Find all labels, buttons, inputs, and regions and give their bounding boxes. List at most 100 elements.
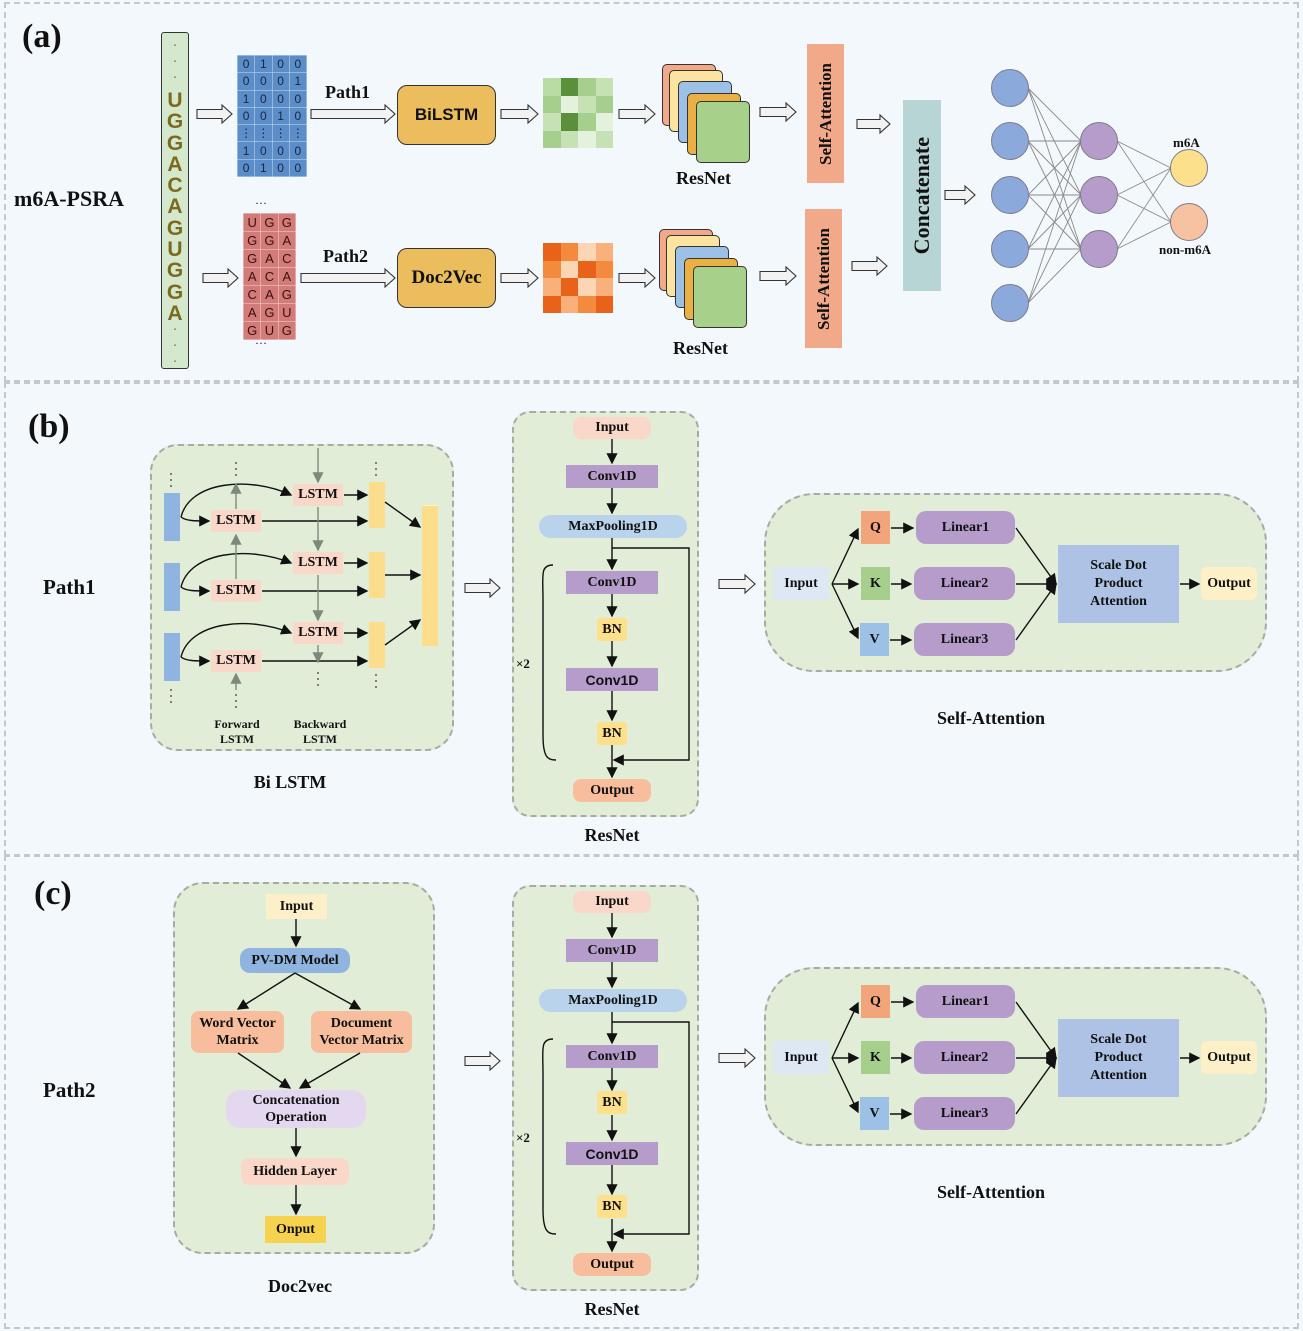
attention-c-linear2: Linear2	[914, 1041, 1015, 1074]
heatmap-cell	[578, 95, 596, 113]
heatmap-cell	[543, 130, 561, 148]
resnet-c-output: Output	[573, 1253, 651, 1276]
network-edge	[1116, 167, 1172, 196]
onehot-cell: 1	[254, 158, 273, 178]
block-arrow-icon	[300, 267, 396, 289]
resnet-b-maxpool: MaxPooling1D	[539, 515, 687, 538]
network-edge	[1027, 140, 1082, 196]
doc2vec-label: Doc2Vec	[411, 267, 482, 288]
panel-c-label: (c)	[34, 875, 72, 912]
resnet-b-conv2: Conv1D	[566, 571, 658, 594]
doc2vec-input: Input	[266, 894, 327, 919]
sequence-letter: G	[166, 259, 184, 283]
doc2vec-container	[173, 882, 435, 1254]
block-arrow-icon	[856, 113, 891, 135]
resnet-b-conv3: Conv1D	[566, 668, 658, 691]
backward-lstm-1: LSTM	[293, 484, 343, 506]
kmer-cell: G	[277, 285, 297, 304]
network-connections	[1027, 87, 1172, 304]
resnet-c-bn2: BN	[597, 1195, 627, 1218]
heatmap-cell	[595, 113, 613, 131]
input-neuron	[991, 284, 1029, 322]
resnet-stack-1	[662, 64, 752, 164]
sequence-letter: U	[167, 238, 183, 262]
resnet-label-1: ResNet	[676, 168, 731, 188]
heatmap-cell	[543, 95, 561, 113]
panel-a-label: (a)	[22, 18, 62, 55]
block-arrows	[196, 101, 976, 289]
onehot-cell: 0	[288, 158, 308, 178]
attention-b-caption: Self-Attention	[937, 708, 1045, 728]
heatmap-cell	[543, 278, 561, 296]
attention-c-linear3: Linear3	[914, 1097, 1015, 1130]
bilstm-box: BiLSTM	[397, 85, 496, 145]
sequence-dots-top: ···	[172, 39, 178, 86]
bilstm-label: BiLSTM	[414, 105, 479, 124]
backward-lstm-3: LSTM	[293, 622, 343, 644]
bilstm-input-2	[164, 563, 180, 611]
bilstm-input-3	[164, 633, 180, 681]
network-edge	[1027, 87, 1082, 196]
bilstm-final-vector	[422, 505, 438, 646]
heatmap-cell	[595, 295, 613, 313]
attention-b-q: Q	[861, 511, 890, 544]
attention-c-output: Output	[1201, 1041, 1257, 1074]
network-edge	[1116, 167, 1172, 250]
sequence-letter: G	[166, 110, 184, 134]
network-edge	[1027, 140, 1082, 304]
doc2vec-caption: Doc2vec	[268, 1276, 332, 1296]
block-arrow-icon	[202, 267, 239, 289]
sequence-dots-bottom: ···	[172, 323, 178, 370]
heatmap-cell	[560, 78, 578, 96]
network-edge	[1027, 194, 1082, 304]
panel-a-graphics	[196, 69, 1208, 322]
path2-row-label: Path2	[43, 1078, 96, 1102]
resnet-c-conv3: Conv1D	[566, 1142, 658, 1165]
resnet-stack-2	[659, 229, 749, 329]
resnet-c-input: Input	[573, 891, 651, 913]
m6a-output-neuron	[1170, 149, 1208, 187]
sequence-letter: A	[167, 301, 183, 325]
attention-b-linear3: Linear3	[914, 623, 1015, 656]
block-arrow-icon	[759, 265, 797, 287]
heatmap-cell	[595, 260, 613, 278]
non-m6a-output-neuron	[1170, 203, 1208, 241]
network-edge	[1027, 248, 1082, 304]
heatmap-cell	[578, 243, 596, 261]
input-neuron	[991, 69, 1029, 107]
bilstm-caption: Bi LSTM	[253, 772, 327, 792]
heatmap-cell	[595, 78, 613, 96]
resnet-b-input: Input	[573, 417, 651, 439]
forward-lstm-1: LSTM	[211, 510, 261, 532]
heatmap-cell	[560, 243, 578, 261]
attention-b-output: Output	[1201, 567, 1257, 600]
bilstm-out-3	[369, 622, 385, 668]
feature-heatmap-orange	[543, 243, 613, 313]
kmer-ellipsis-top: ···	[255, 196, 267, 210]
sequence-letter: A	[167, 152, 183, 176]
network-nodes	[991, 69, 1208, 322]
resnet-b-caption: ResNet	[584, 825, 640, 845]
hidden-neuron	[1080, 176, 1118, 214]
network-edge	[1027, 87, 1082, 142]
resnet-b-bn2: BN	[597, 722, 627, 745]
block-arrow-icon	[618, 267, 656, 289]
resnet-c-conv1: Conv1D	[566, 939, 658, 962]
kmer-cell: G	[277, 321, 297, 340]
doc2vec-pvdm: PV-DM Model	[240, 948, 350, 973]
onehot-cell: 1	[288, 72, 308, 91]
sequence-letter: G	[166, 131, 184, 155]
resnet-c-repeat: ×2	[516, 1130, 530, 1145]
